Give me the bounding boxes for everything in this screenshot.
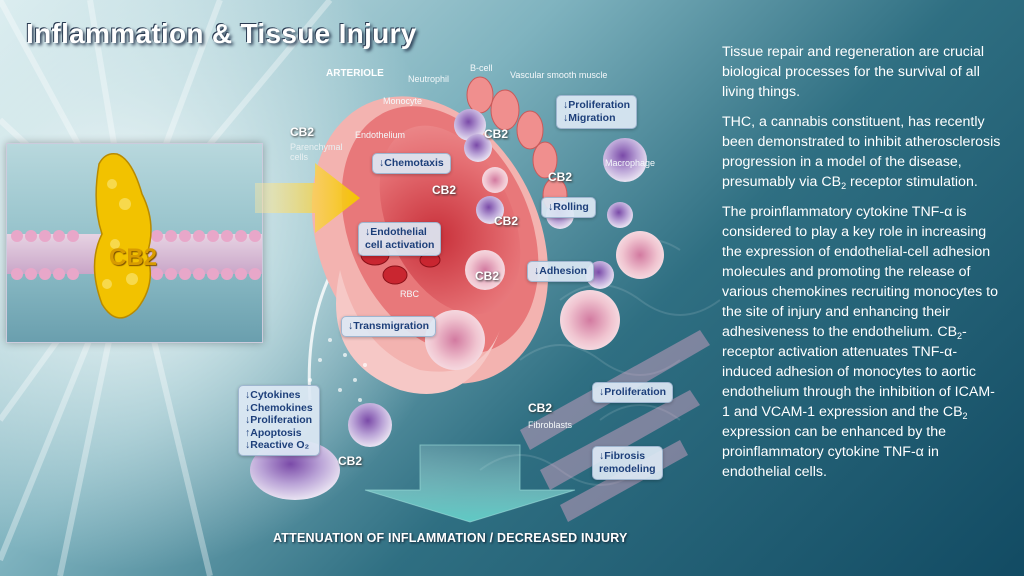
cb2-tag-parenchymal: CB2 xyxy=(290,125,315,139)
callout-chemotaxis: ↓Chemotaxis xyxy=(372,153,451,174)
panel-text: expression can be enhanced by the proinf… xyxy=(722,424,947,480)
cb2-tag-vessel-top: CB2 xyxy=(484,127,509,141)
callout-adhesion: ↓Adhesion xyxy=(527,261,595,282)
callout-endothelial-activation: ↓Endothelial cell activation xyxy=(358,222,442,256)
callout-line: ↑Apoptosis xyxy=(245,426,302,439)
panel-text: receptor stimulation. xyxy=(846,174,978,190)
cb2-tag-lumen: CB2 xyxy=(494,214,519,228)
subscript: 2 xyxy=(841,181,847,191)
callout-line: ↓Rolling xyxy=(548,201,589,213)
cb2-tag-fibroblasts: CB2 xyxy=(528,401,553,415)
callout-line: ↓Chemotaxis xyxy=(379,157,444,169)
panel-paragraph-2: THC, a cannabis constituent, has recentl… xyxy=(722,112,1002,192)
monocyte-label: Monocyte xyxy=(383,96,423,106)
callout-line: remodeling xyxy=(599,463,656,475)
cb2-tag-adhesion: CB2 xyxy=(475,269,500,283)
page-title: Inflammation & Tissue Injury xyxy=(26,18,417,49)
neutrophil-label: Neutrophil xyxy=(408,74,450,84)
cb2-tag-macrophage: CB2 xyxy=(548,170,573,184)
callout-line: ↓Cytokines xyxy=(245,389,301,401)
callout-line: ↓Endothelial xyxy=(365,226,427,238)
callout-line: cell activation xyxy=(365,239,435,251)
callout-proliferation-migration: ↓Proliferation ↓Migration xyxy=(556,95,638,129)
callout-proliferation-fibroblasts: ↓Proliferation xyxy=(592,382,674,403)
cb2-tag-endothelium: CB2 xyxy=(432,183,457,197)
callout-line: ↓Chemokines xyxy=(245,401,313,414)
cb2-protein xyxy=(93,152,152,319)
callout-line: ↓Proliferation xyxy=(599,386,667,398)
attenuation-caption: ATTENUATION OF INFLAMMATION / DECREASED … xyxy=(273,531,628,545)
attenuation-arrow xyxy=(364,444,576,523)
membrane-illustration xyxy=(7,152,262,319)
callout-line: ↓Transmigration xyxy=(348,320,430,332)
panel-paragraph-1: Tissue repair and regeneration are cruci… xyxy=(722,44,985,100)
subscript: 2 xyxy=(957,331,963,341)
callout-line: ↓Migration xyxy=(563,112,616,124)
cb2-membrane-inset: CB2 xyxy=(6,143,263,343)
callout-cytokines-list: ↓Cytokines ↓Chemokines ↓Proliferation ↑A… xyxy=(238,385,320,456)
callout-line: ↓Reactive O₂ xyxy=(245,439,310,451)
panel-paragraph-3: The proinflammatory cytokine TNF-α is co… xyxy=(722,202,1002,482)
callout-fibrosis-remodeling: ↓Fibrosis remodeling xyxy=(592,446,663,480)
fibroblasts-label: Fibroblasts xyxy=(528,420,573,430)
callout-line: ↓Proliferation xyxy=(245,414,313,426)
callout-line: ↓Fibrosis xyxy=(599,450,646,462)
text-panel: Tissue repair and regeneration are cruci… xyxy=(722,42,1002,482)
cb2-protein-label: CB2 xyxy=(109,244,158,271)
arteriole-label: ARTERIOLE xyxy=(326,68,384,79)
callout-line: ↓Proliferation xyxy=(563,99,631,111)
cb2-tag-immune: CB2 xyxy=(338,454,363,468)
yellow-arrow xyxy=(255,163,360,233)
endothelium-label: Endothelium xyxy=(355,130,406,140)
macrophage-label: Macrophage xyxy=(605,158,656,168)
panel-text: -receptor activation attenuates TNF-α-in… xyxy=(722,324,995,420)
parenchymal-cells-label: Parenchymal cells xyxy=(290,142,343,162)
vascular-smooth-muscle-label: Vascular smooth muscle xyxy=(510,70,608,80)
subscript: 2 xyxy=(962,411,968,421)
callout-line: ↓Adhesion xyxy=(534,265,588,277)
callout-transmigration: ↓Transmigration xyxy=(341,316,437,337)
panel-text: THC, a cannabis constituent, has recentl… xyxy=(722,114,1001,190)
callout-rolling: ↓Rolling xyxy=(541,197,596,218)
b-cell-label: B-cell xyxy=(470,63,493,73)
panel-text: The proinflammatory cytokine TNF-α is co… xyxy=(722,204,998,340)
rbc-label: RBC xyxy=(400,289,420,299)
